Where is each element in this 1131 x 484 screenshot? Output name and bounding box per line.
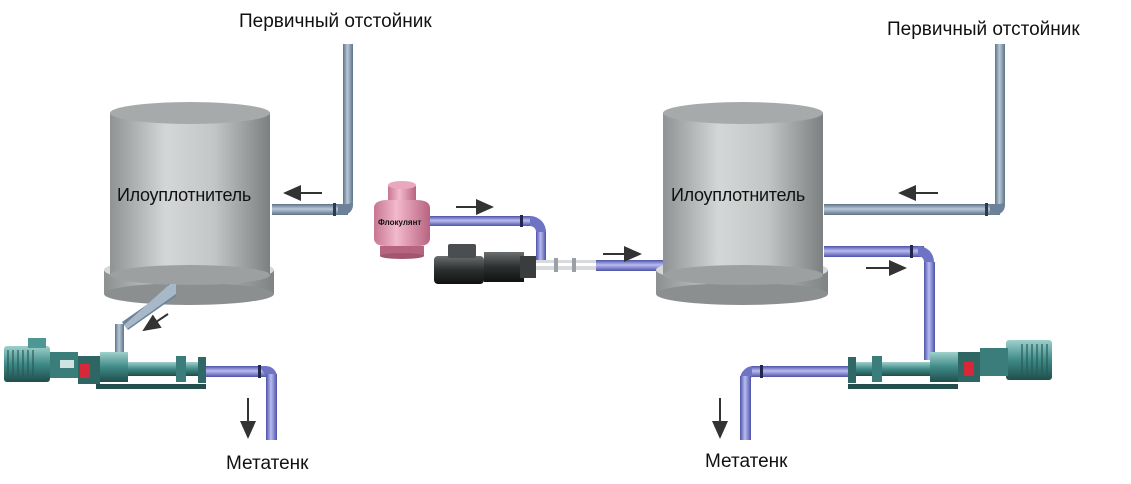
thickener-tank-left (104, 102, 274, 305)
arrow-icon (142, 185, 938, 439)
pipe-pump-to-digester-right (740, 365, 848, 440)
flocculant-tank-icon (374, 181, 430, 259)
pipe-flocculant-to-dosing (430, 215, 546, 264)
label-thickener-right: Илоуплотнитель (671, 185, 805, 205)
sludge-pump-left (4, 338, 206, 389)
label-flocculant: Флокулянт (378, 218, 422, 227)
pipe-thickener-to-pump-left (115, 284, 176, 354)
pipe-dosing-to-thickener-right (596, 260, 664, 271)
label-primary-settler-left: Первичный отстойник (239, 11, 432, 32)
pipe-thickener-to-pump-right (824, 245, 935, 360)
pipe-primary-to-thickener-left (272, 44, 354, 216)
thickener-tank-right (656, 102, 828, 305)
label-digester-left: Метатенк (226, 453, 309, 474)
label-digester-right: Метатенк (705, 451, 788, 472)
pipe-primary-to-thickener-right (824, 44, 1006, 216)
label-primary-settler-right: Первичный отстойник (887, 19, 1080, 40)
dosing-pump-icon (434, 244, 596, 284)
pipe-pump-to-digester-left (206, 365, 277, 440)
arrow-out-thickener-left (142, 313, 169, 332)
sludge-pump-right (848, 340, 1052, 389)
label-thickener-left: Илоуплотнитель (117, 185, 251, 205)
